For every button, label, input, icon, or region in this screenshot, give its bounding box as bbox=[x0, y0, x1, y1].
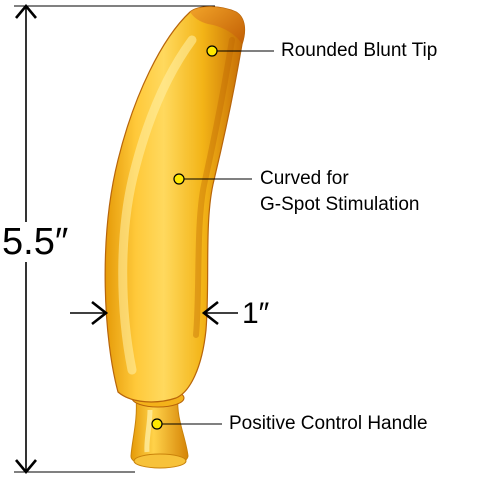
callout-curve bbox=[173, 173, 252, 185]
length-label: 5.5″ bbox=[2, 221, 69, 263]
callout-curve-label-line2: G-Spot Stimulation bbox=[260, 194, 420, 215]
length-arrow-bottom bbox=[15, 459, 37, 475]
callout-tip-marker bbox=[206, 45, 218, 57]
length-label-gap bbox=[2, 222, 72, 262]
shaft-body bbox=[104, 6, 246, 403]
callout-tip-label: Rounded Blunt Tip bbox=[281, 40, 438, 61]
callout-handle-label: Positive Control Handle bbox=[229, 413, 428, 434]
length-arrow-top bbox=[15, 3, 37, 19]
width-dimension bbox=[70, 300, 238, 326]
callout-handle-marker bbox=[151, 418, 163, 430]
callout-curve-marker bbox=[173, 173, 185, 185]
callout-curve-label-line1: Curved for bbox=[260, 168, 349, 189]
callout-curve-label: Curved for G-Spot Stimulation bbox=[260, 166, 419, 218]
width-arrow-right bbox=[201, 300, 219, 326]
callout-tip bbox=[206, 45, 274, 57]
width-arrow-left bbox=[91, 300, 109, 326]
callout-handle bbox=[151, 418, 222, 430]
length-dimension bbox=[2, 3, 215, 475]
width-label: 1″ bbox=[242, 297, 270, 330]
